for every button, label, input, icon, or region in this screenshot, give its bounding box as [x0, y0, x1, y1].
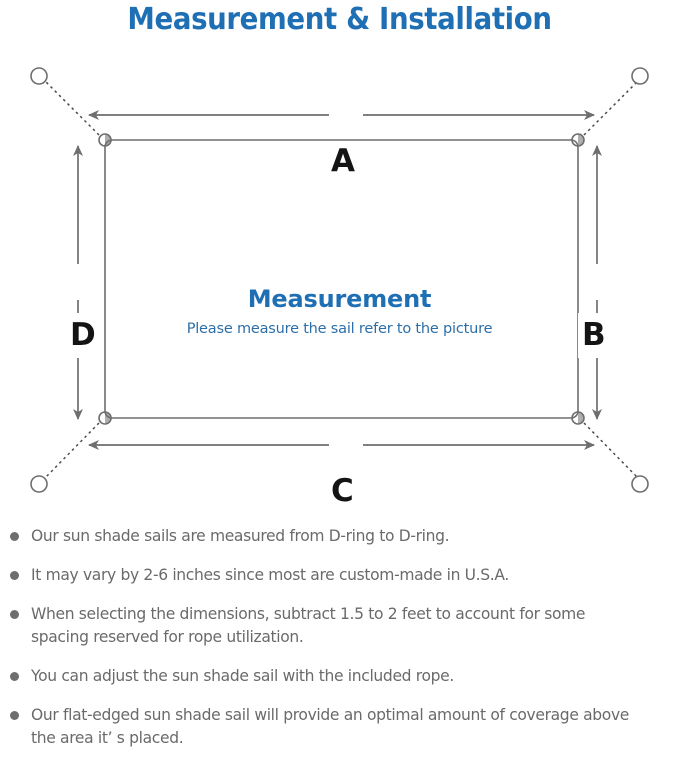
d-ring-top-left-fill [105, 134, 111, 146]
note-text: Our sun shade sails are measured from D-… [31, 526, 450, 545]
bullet-icon [10, 672, 19, 681]
anchor-point-bottom-right [631, 475, 649, 493]
dimension-label-d: D [66, 313, 100, 358]
dimension-label-a: A [322, 146, 364, 177]
rope-line-bottom-left [44, 422, 100, 479]
list-item: Our flat-edged sun shade sail will provi… [0, 703, 679, 749]
measurement-diagram: A B C D Measurement Please measure the s… [0, 48, 679, 518]
anchor-point-top-left [30, 67, 48, 85]
list-item: It may vary by 2-6 inches since most are… [0, 563, 679, 586]
dimension-label-b: B [578, 313, 610, 358]
diagram-center-subtitle: Please measure the sail refer to the pic… [186, 321, 493, 337]
anchor-point-top-right [631, 67, 649, 85]
diagram-center-caption: Measurement Please measure the sail refe… [0, 284, 679, 340]
note-text: It may vary by 2-6 inches since most are… [31, 565, 509, 584]
rope-line-top-right [583, 80, 639, 136]
bullet-icon [10, 711, 19, 720]
notes-list: Our sun shade sails are measured from D-… [0, 524, 679, 765]
note-text: When selecting the dimensions, subtract … [31, 604, 586, 646]
d-ring-bottom-right-fill [578, 412, 584, 424]
dimension-label-c: C [322, 476, 363, 507]
d-ring-top-right-fill [578, 134, 584, 146]
rope-line-top-left [44, 80, 100, 136]
rope-line-bottom-right [583, 422, 639, 479]
bullet-icon [10, 610, 19, 619]
list-item: When selecting the dimensions, subtract … [0, 602, 679, 648]
list-item: Our sun shade sails are measured from D-… [0, 524, 679, 547]
bullet-icon [10, 571, 19, 580]
d-ring-bottom-left-fill [105, 412, 111, 424]
note-text: You can adjust the sun shade sail with t… [31, 666, 454, 685]
diagram-center-title: Measurement [247, 285, 432, 313]
diagram-svg [30, 67, 649, 493]
note-text: Our flat-edged sun shade sail will provi… [31, 705, 630, 747]
page-title: Measurement & Installation [127, 2, 552, 37]
anchor-point-bottom-left [30, 475, 48, 493]
sail-rectangle [104, 139, 579, 419]
bullet-icon [10, 532, 19, 541]
list-item: You can adjust the sun shade sail with t… [0, 664, 679, 687]
